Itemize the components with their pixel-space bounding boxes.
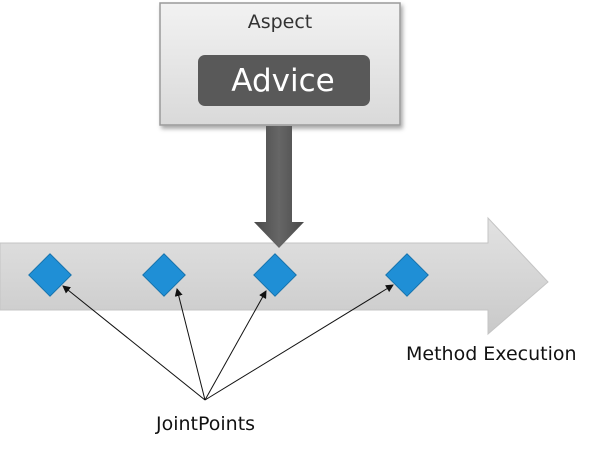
- joinpoint-pointer-line: [204, 284, 394, 401]
- joinpoint-pointers: [62, 284, 394, 401]
- aspect-title: Aspect: [248, 11, 313, 33]
- joinpoint-pointer-line: [62, 285, 206, 401]
- joinpoint-markers: [28, 253, 429, 297]
- advice-box: [198, 55, 370, 106]
- advice-label: Advice: [231, 63, 334, 99]
- joinpoints-label: JointPoints: [155, 413, 255, 435]
- joinpoint-marker: [28, 253, 72, 297]
- joinpoint-marker: [253, 253, 297, 297]
- joinpoint-marker: [142, 253, 186, 297]
- advice-down-arrow: [254, 126, 304, 248]
- joinpoint-marker: [385, 253, 429, 297]
- joinpoint-pointer-line: [204, 290, 267, 401]
- method-execution-label: Method Execution: [406, 343, 577, 365]
- joinpoint-pointer-line: [174, 288, 206, 401]
